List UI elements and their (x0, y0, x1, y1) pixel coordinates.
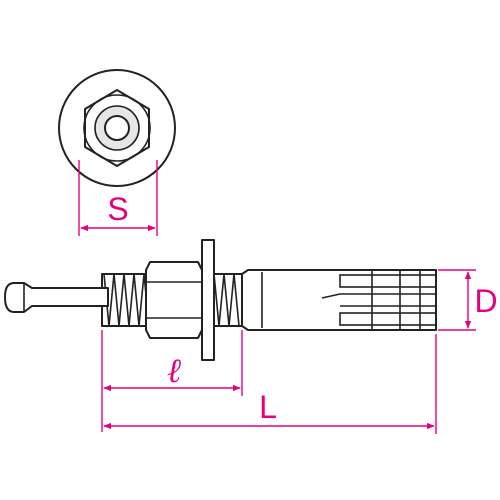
side-view (4, 239, 437, 361)
expansion-sleeve (235, 269, 437, 331)
dimension-l-small: ℓ (101, 330, 243, 432)
hex-nut (145, 261, 203, 339)
dimension-s: S (78, 160, 158, 236)
center-split (321, 293, 436, 307)
sleeve-slots (321, 270, 437, 330)
L-label: L (259, 389, 277, 425)
l-small-label: ℓ (167, 353, 181, 390)
slot-upper (339, 274, 437, 288)
pin-head-circle (104, 115, 130, 141)
drive-pin (4, 282, 109, 313)
top-view (58, 69, 176, 187)
d-label: D (474, 283, 497, 319)
dimension-d: D (438, 269, 498, 331)
washer (201, 239, 215, 361)
slot-lower (339, 312, 437, 326)
nut-chamfer-circle (83, 94, 151, 162)
dimension-l-big: L (103, 334, 437, 434)
s-label: S (107, 191, 128, 227)
